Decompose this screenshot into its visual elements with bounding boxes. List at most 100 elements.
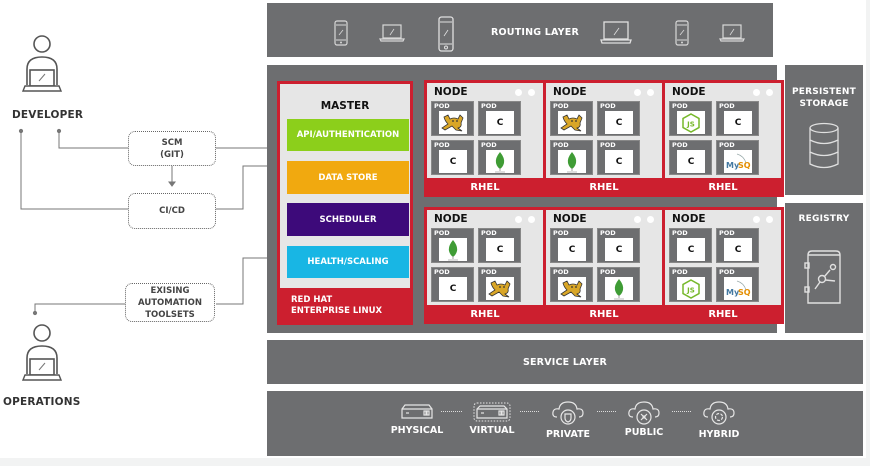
mysql-icon: MySQL	[726, 153, 751, 170]
node-indicator-dot	[753, 89, 760, 96]
pod-label: POD	[553, 141, 569, 149]
master-panel: MASTER API/AUTHENTICATION DATA STORE SCH…	[277, 81, 413, 325]
node-title: NODE	[434, 86, 468, 98]
container-box: C	[486, 111, 514, 134]
container-label: C	[496, 117, 504, 128]
container-box	[439, 111, 467, 134]
scm-git-box: SCM (GIT)	[128, 131, 216, 166]
node-indicator-dot	[634, 216, 641, 223]
pod-label: POD	[600, 102, 616, 110]
cicd-label: CI/CD	[159, 206, 185, 216]
svg-text:JS: JS	[686, 286, 695, 294]
virtual-label: VIRTUAL	[469, 425, 515, 436]
database-icon	[809, 122, 839, 169]
registry-panel: REGISTRY	[785, 203, 863, 333]
container-label: C	[449, 156, 457, 167]
virtual-server-icon	[473, 402, 511, 422]
container-box: C	[605, 238, 633, 261]
pod: POD	[550, 140, 593, 175]
pod-label: POD	[553, 229, 569, 237]
pod: POD	[550, 267, 593, 302]
physical-label: PHYSICAL	[390, 425, 444, 436]
node-panel: NODEPODJSPODCPODCPODMySQLRHEL	[662, 80, 784, 197]
nodejs-icon: JS	[682, 278, 700, 299]
data-store-block: DATA STORE	[287, 161, 409, 194]
registry-label: REGISTRY	[798, 214, 850, 224]
architecture-diagram: DEVELOPER OPERATIONS SCM (GIT) CI/CD	[0, 0, 866, 458]
node-indicator-dot	[528, 216, 535, 223]
hybrid-label: HYBRID	[698, 429, 740, 440]
rhel-label: RHEL	[589, 182, 619, 193]
pod-label: POD	[672, 268, 688, 276]
container-box: JS	[677, 111, 705, 134]
operations-icon	[22, 324, 62, 381]
container-box: JS	[677, 277, 705, 300]
node-indicator-dot	[766, 89, 773, 96]
infra-virtual: VIRTUAL	[464, 402, 520, 436]
pod: POD C	[669, 228, 712, 263]
pod-label: POD	[434, 229, 450, 237]
master-inner: MASTER API/AUTHENTICATION DATA STORE SCH…	[280, 84, 410, 288]
pod: PODMySQL	[716, 267, 759, 302]
server-icon	[401, 404, 433, 419]
pod-label: POD	[481, 268, 497, 276]
infra-private: PRIVATE	[540, 400, 596, 440]
container-label: C	[687, 244, 695, 255]
node-indicator-dot	[647, 89, 654, 96]
container-box	[558, 111, 586, 134]
phone-icon	[675, 20, 689, 46]
tomcat-icon	[488, 279, 511, 297]
laptop-icon	[600, 21, 632, 44]
pod-label: POD	[719, 229, 735, 237]
node-title: NODE	[672, 213, 706, 225]
container-box: C	[724, 238, 752, 261]
pod-label: POD	[553, 102, 569, 110]
node-panel: NODEPODCPODCPODJSPODMySQLRHEL	[662, 207, 784, 324]
connector-dots	[520, 411, 539, 412]
node-title: NODE	[672, 86, 706, 98]
tomcat-icon	[560, 279, 583, 297]
storage-label-line-2: STORAGE	[799, 99, 849, 109]
rhel-label: RHEL	[708, 182, 738, 193]
private-cloud-icon	[552, 401, 584, 425]
container-box: C	[677, 150, 705, 173]
svg-text:My: My	[726, 161, 740, 170]
scm-label: SCM	[161, 137, 183, 148]
container-box	[558, 277, 586, 300]
container-box: C	[677, 238, 705, 261]
pod-label: POD	[672, 229, 688, 237]
private-label: PRIVATE	[545, 429, 591, 440]
pod-label: POD	[481, 102, 497, 110]
mysql-icon: MySQL	[726, 280, 751, 297]
svg-text:SQL: SQL	[738, 161, 751, 170]
persistent-storage-panel: PERSISTENT STORAGE	[785, 65, 863, 195]
rhel-label: RHEL	[589, 309, 619, 320]
infra-public: PUBLIC	[616, 400, 672, 438]
node-indicator-dot	[634, 89, 641, 96]
automation-toolsets-box: EXISING AUTOMATION TOOLSETS	[125, 283, 215, 322]
pod: POD	[431, 101, 474, 136]
container-box: C	[486, 238, 514, 261]
container-box: C	[558, 238, 586, 261]
container-box: C	[439, 277, 467, 300]
laptop-icon	[719, 24, 745, 42]
container-box	[486, 277, 514, 300]
tomcat-icon	[560, 113, 583, 131]
master-title: MASTER	[320, 100, 370, 112]
scheduler-block: SCHEDULER	[287, 203, 409, 236]
node-inner: NODEPODCPODCPODJSPODMySQL	[665, 210, 781, 305]
laptop-icon	[379, 24, 405, 42]
container-box: MySQL	[724, 150, 752, 173]
